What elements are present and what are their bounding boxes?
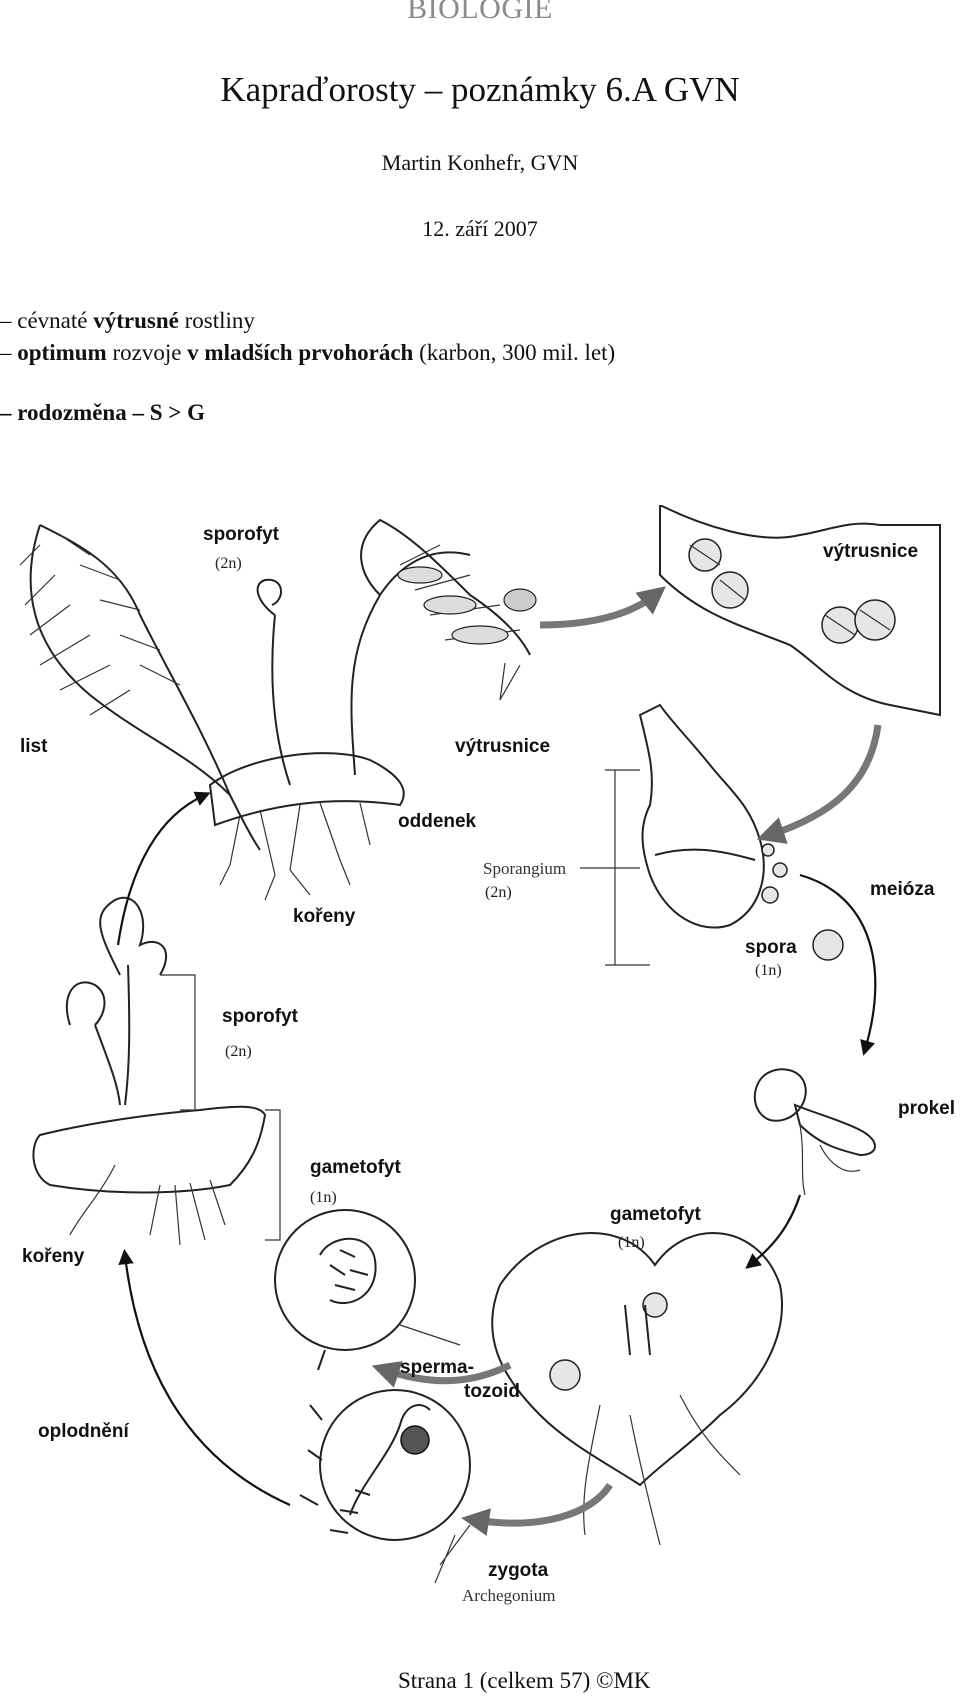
note-bold: optimum xyxy=(17,340,107,365)
note-text: – xyxy=(0,340,18,365)
label-sporofyt-young-ploidy: (2n) xyxy=(225,1043,252,1060)
label-meioza: meióza xyxy=(870,879,935,900)
young-sporophyte-drawing xyxy=(32,896,281,1246)
label-sporofyt-young: sporofyt xyxy=(222,1006,299,1027)
label-sporangium: Sporangium xyxy=(483,859,566,878)
arrow-to-section xyxy=(539,586,666,629)
label-gametofyt-right-ploidy: (1n) xyxy=(618,1234,645,1251)
note-text: – cévnaté xyxy=(0,308,94,333)
label-koreny-bottom: kořeny xyxy=(22,1246,85,1267)
note-bold: výtrusné xyxy=(93,308,179,333)
label-sporofyt-top: sporofyt xyxy=(203,524,280,545)
arrow-to-archegonium xyxy=(461,1482,613,1536)
pointer-vytrusnice xyxy=(499,662,521,701)
arrow-to-sporophyte xyxy=(116,791,211,946)
arrow-to-gametophyte xyxy=(745,1194,802,1269)
label-oplodneni: oplodnění xyxy=(38,1421,129,1442)
note-text: rostliny xyxy=(178,308,255,333)
arrow-to-antheridium xyxy=(371,1361,512,1388)
label-gametofyt-right: gametofyt xyxy=(610,1204,701,1225)
gametophyte-heart-drawing xyxy=(491,1231,783,1546)
pointer-zygota xyxy=(434,1524,471,1584)
label-oddenek: oddenek xyxy=(398,811,477,832)
document-title: Kapraďorosty – poznámky 6.A GVN xyxy=(220,70,740,109)
frond-section-drawing xyxy=(659,505,941,717)
label-vytrusnice-mid: výtrusnice xyxy=(455,736,550,757)
label-gametofyt-left-ploidy: (1n) xyxy=(310,1189,337,1206)
arrow-meiosis xyxy=(799,873,877,1056)
label-sporangium-ploidy: (2n) xyxy=(485,884,512,901)
label-koreny-top: kořeny xyxy=(293,906,356,927)
note-line-2: – optimum rozvoje v mladších prvohorách … xyxy=(0,340,615,366)
note-text: (karbon, 300 mil. let) xyxy=(413,340,616,365)
label-tozoid: tozoid xyxy=(464,1381,520,1402)
pointer-spermatozoid xyxy=(399,1324,461,1346)
prothallus-drawing xyxy=(753,1068,876,1196)
label-prokel: prokel xyxy=(898,1098,955,1119)
fern-life-cycle-diagram: sporofyt (2n) výtrusnice list výtrusnice… xyxy=(19,505,955,1605)
sporangium-drawing xyxy=(605,703,844,966)
arrow-fertilization xyxy=(118,1248,291,1507)
note-bold: – rodozměna – S > G xyxy=(0,400,205,425)
archegonium-inset xyxy=(319,1389,471,1541)
antheridium-inset xyxy=(274,1209,416,1506)
label-sporofyt-top-ploidy: (2n) xyxy=(215,555,242,572)
label-spora-ploidy: (1n) xyxy=(755,962,782,979)
label-vytrusnice-top: výtrusnice xyxy=(823,541,918,562)
label-list: list xyxy=(20,736,48,757)
label-gametofyt-left: gametofyt xyxy=(310,1157,401,1178)
mature-sporophyte-drawing xyxy=(19,518,537,901)
label-sperma: sperma- xyxy=(400,1357,474,1378)
label-zygota: zygota xyxy=(488,1560,549,1581)
note-bold: v mladších prvohorách xyxy=(187,340,414,365)
arrow-to-sporangium xyxy=(756,724,882,844)
subject-header: BIOLOGIE xyxy=(407,0,553,25)
label-spora: spora xyxy=(745,937,797,958)
author-line: Martin Konhefr, GVN xyxy=(381,150,579,175)
date-line: 12. září 2007 xyxy=(422,216,538,241)
note-text: rozvoje xyxy=(106,340,188,365)
note-line-1: – cévnaté výtrusné rostliny xyxy=(0,308,255,334)
label-archegonium: Archegonium xyxy=(462,1586,555,1605)
note-line-3: – rodozměna – S > G xyxy=(0,400,205,426)
page-footer: Strana 1 (celkem 57) ©MK xyxy=(398,1668,651,1693)
